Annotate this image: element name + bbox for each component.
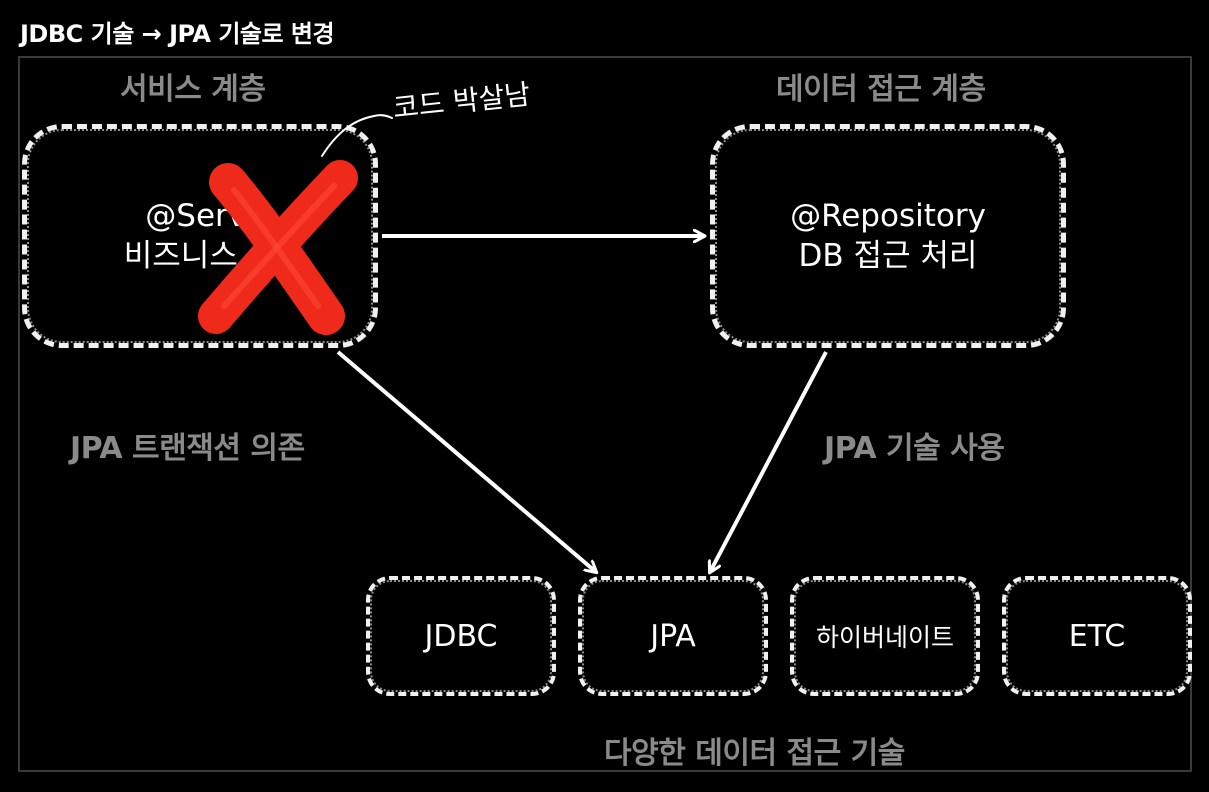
repository-box-line1: @Repository [790, 198, 986, 234]
arrow-service-to-jpa [336, 350, 596, 572]
repository-box-line2: DB 접근 처리 [798, 238, 978, 274]
technologies-caption: 다양한 데이터 접근 기술 [604, 736, 905, 771]
annotation-pointer-line [321, 114, 393, 157]
data-access-layer-label: 데이터 접근 계층 [776, 72, 986, 107]
tech-box-jdbc: JDBC [366, 576, 556, 696]
service-layer-label: 서비스 계층 [120, 72, 266, 107]
tech-label-hibernate: 하이버네이트 [815, 623, 954, 652]
tech-label-jpa: JPA [650, 618, 696, 654]
repository-box: @Repository DB 접근 처리 [710, 124, 1066, 348]
tech-label-jdbc: JDBC [424, 618, 498, 654]
edge-label-repository-jpa: JPA 기술 사용 [824, 431, 1005, 466]
x-cross-mark-icon [198, 160, 358, 335]
edge-label-service-jpa: JPA 트랜잭션 의존 [70, 431, 305, 466]
page-title: JDBC 기술 → JPA 기술로 변경 [20, 20, 335, 48]
annotation-note: 코드 박살남 [391, 78, 531, 125]
arrow-repository-to-jpa [710, 351, 828, 572]
tech-box-hibernate: 하이버네이트 [790, 576, 980, 696]
tech-label-etc: ETC [1068, 618, 1126, 654]
tech-box-jpa: JPA [578, 576, 768, 696]
tech-box-etc: ETC [1002, 576, 1192, 696]
diagram-frame [18, 56, 1192, 772]
